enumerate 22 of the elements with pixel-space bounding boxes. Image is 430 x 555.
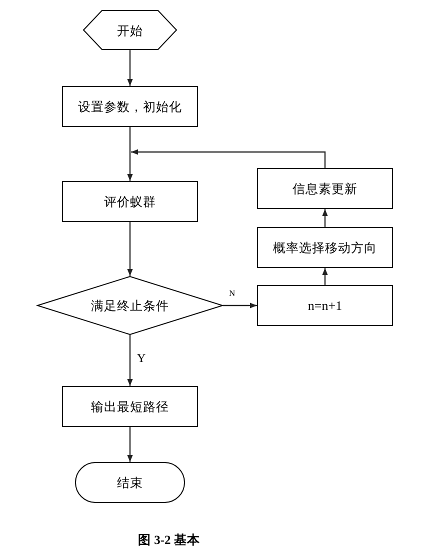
arrow — [127, 427, 133, 462]
end-terminal: 结束 — [75, 462, 185, 503]
process-box: n=n+1 — [257, 285, 393, 326]
process-box: 输出最短路径 — [62, 386, 198, 427]
arrow — [127, 222, 133, 276]
arrow — [322, 209, 328, 227]
edge-label: N — [229, 289, 236, 298]
figure-caption: 图 3-2 基本 — [138, 532, 200, 549]
arrow — [322, 268, 328, 285]
process-box: 评价蚁群 — [62, 181, 198, 222]
arrow — [131, 149, 326, 168]
arrow — [223, 302, 257, 308]
process-box: 概率选择移动方向 — [257, 227, 393, 268]
arrow — [127, 50, 133, 86]
edge-label: Y — [137, 352, 146, 364]
start-hexagon: 开始 — [83, 10, 177, 50]
process-box: 设置参数，初始化 — [62, 86, 198, 127]
decision-diamond: 满足终止条件 — [37, 276, 223, 335]
process-box: 信息素更新 — [257, 168, 393, 209]
arrow — [127, 335, 133, 386]
connector-line — [129, 127, 131, 152]
arrow — [127, 152, 133, 181]
